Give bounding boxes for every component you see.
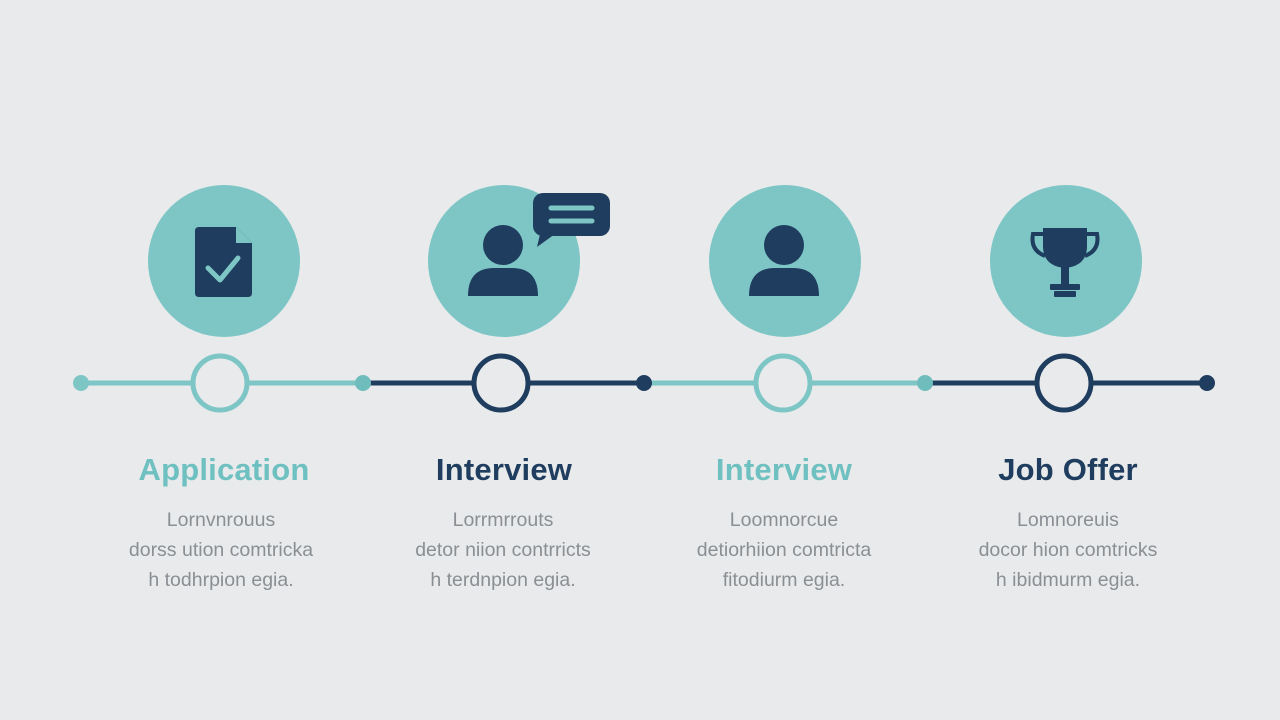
timeline-dot-1 (73, 375, 89, 391)
trophy-icon (1030, 228, 1100, 297)
step-3-title: Interview (715, 452, 853, 487)
step-4-desc-line-2: docor hion comtricks (978, 539, 1158, 561)
step-2-desc-line-1: Lorrmrrouts (452, 509, 554, 531)
step-2-desc-line-2: detor niion contrricts (415, 539, 591, 561)
document-check-icon (195, 227, 252, 297)
person-chat-icon (468, 193, 610, 296)
step-2-desc-line-3: h terdnpion egia. (430, 569, 576, 591)
timeline-dot-4 (917, 375, 933, 391)
step-3-desc-line-2: detiorhiion comtricta (696, 539, 872, 561)
step-1-title: Application (138, 452, 310, 487)
step-4-desc-line-3: h ibidmurm egia. (995, 569, 1141, 591)
step-1-desc-line-3: h todhrpion egia. (148, 569, 294, 591)
step-4-description: Lomnoreuis docor hion comtricks h ibidmu… (928, 505, 1208, 595)
step-4-title: Job Offer (998, 452, 1138, 487)
timeline-dot-2 (355, 375, 371, 391)
step-3-desc-line-1: Loomnorcue (729, 509, 839, 531)
step-1-desc-line-2: dorss ution comtricka (128, 539, 314, 561)
timeline-dot-5 (1199, 375, 1215, 391)
timeline-marker-3 (753, 353, 813, 413)
step-3-description: Loomnorcue detiorhiion comtricta fitodiu… (644, 505, 924, 595)
timeline-marker-2 (471, 353, 531, 413)
step-1-desc-line-1: Lornvnrouus (166, 509, 276, 531)
timeline-marker-1 (190, 353, 250, 413)
timeline-marker-4 (1034, 353, 1094, 413)
step-2-description: Lorrmrrouts detor niion contrricts h ter… (363, 505, 643, 595)
step-2-title: Interview (435, 452, 573, 487)
step-4-desc-line-1: Lomnoreuis (1017, 509, 1119, 531)
step-1-description: Lornvnrouus dorss ution comtricka h todh… (81, 505, 361, 595)
person-icon (749, 225, 819, 296)
timeline-dot-3 (636, 375, 652, 391)
step-3-desc-line-3: fitodiurm egia. (722, 569, 846, 591)
